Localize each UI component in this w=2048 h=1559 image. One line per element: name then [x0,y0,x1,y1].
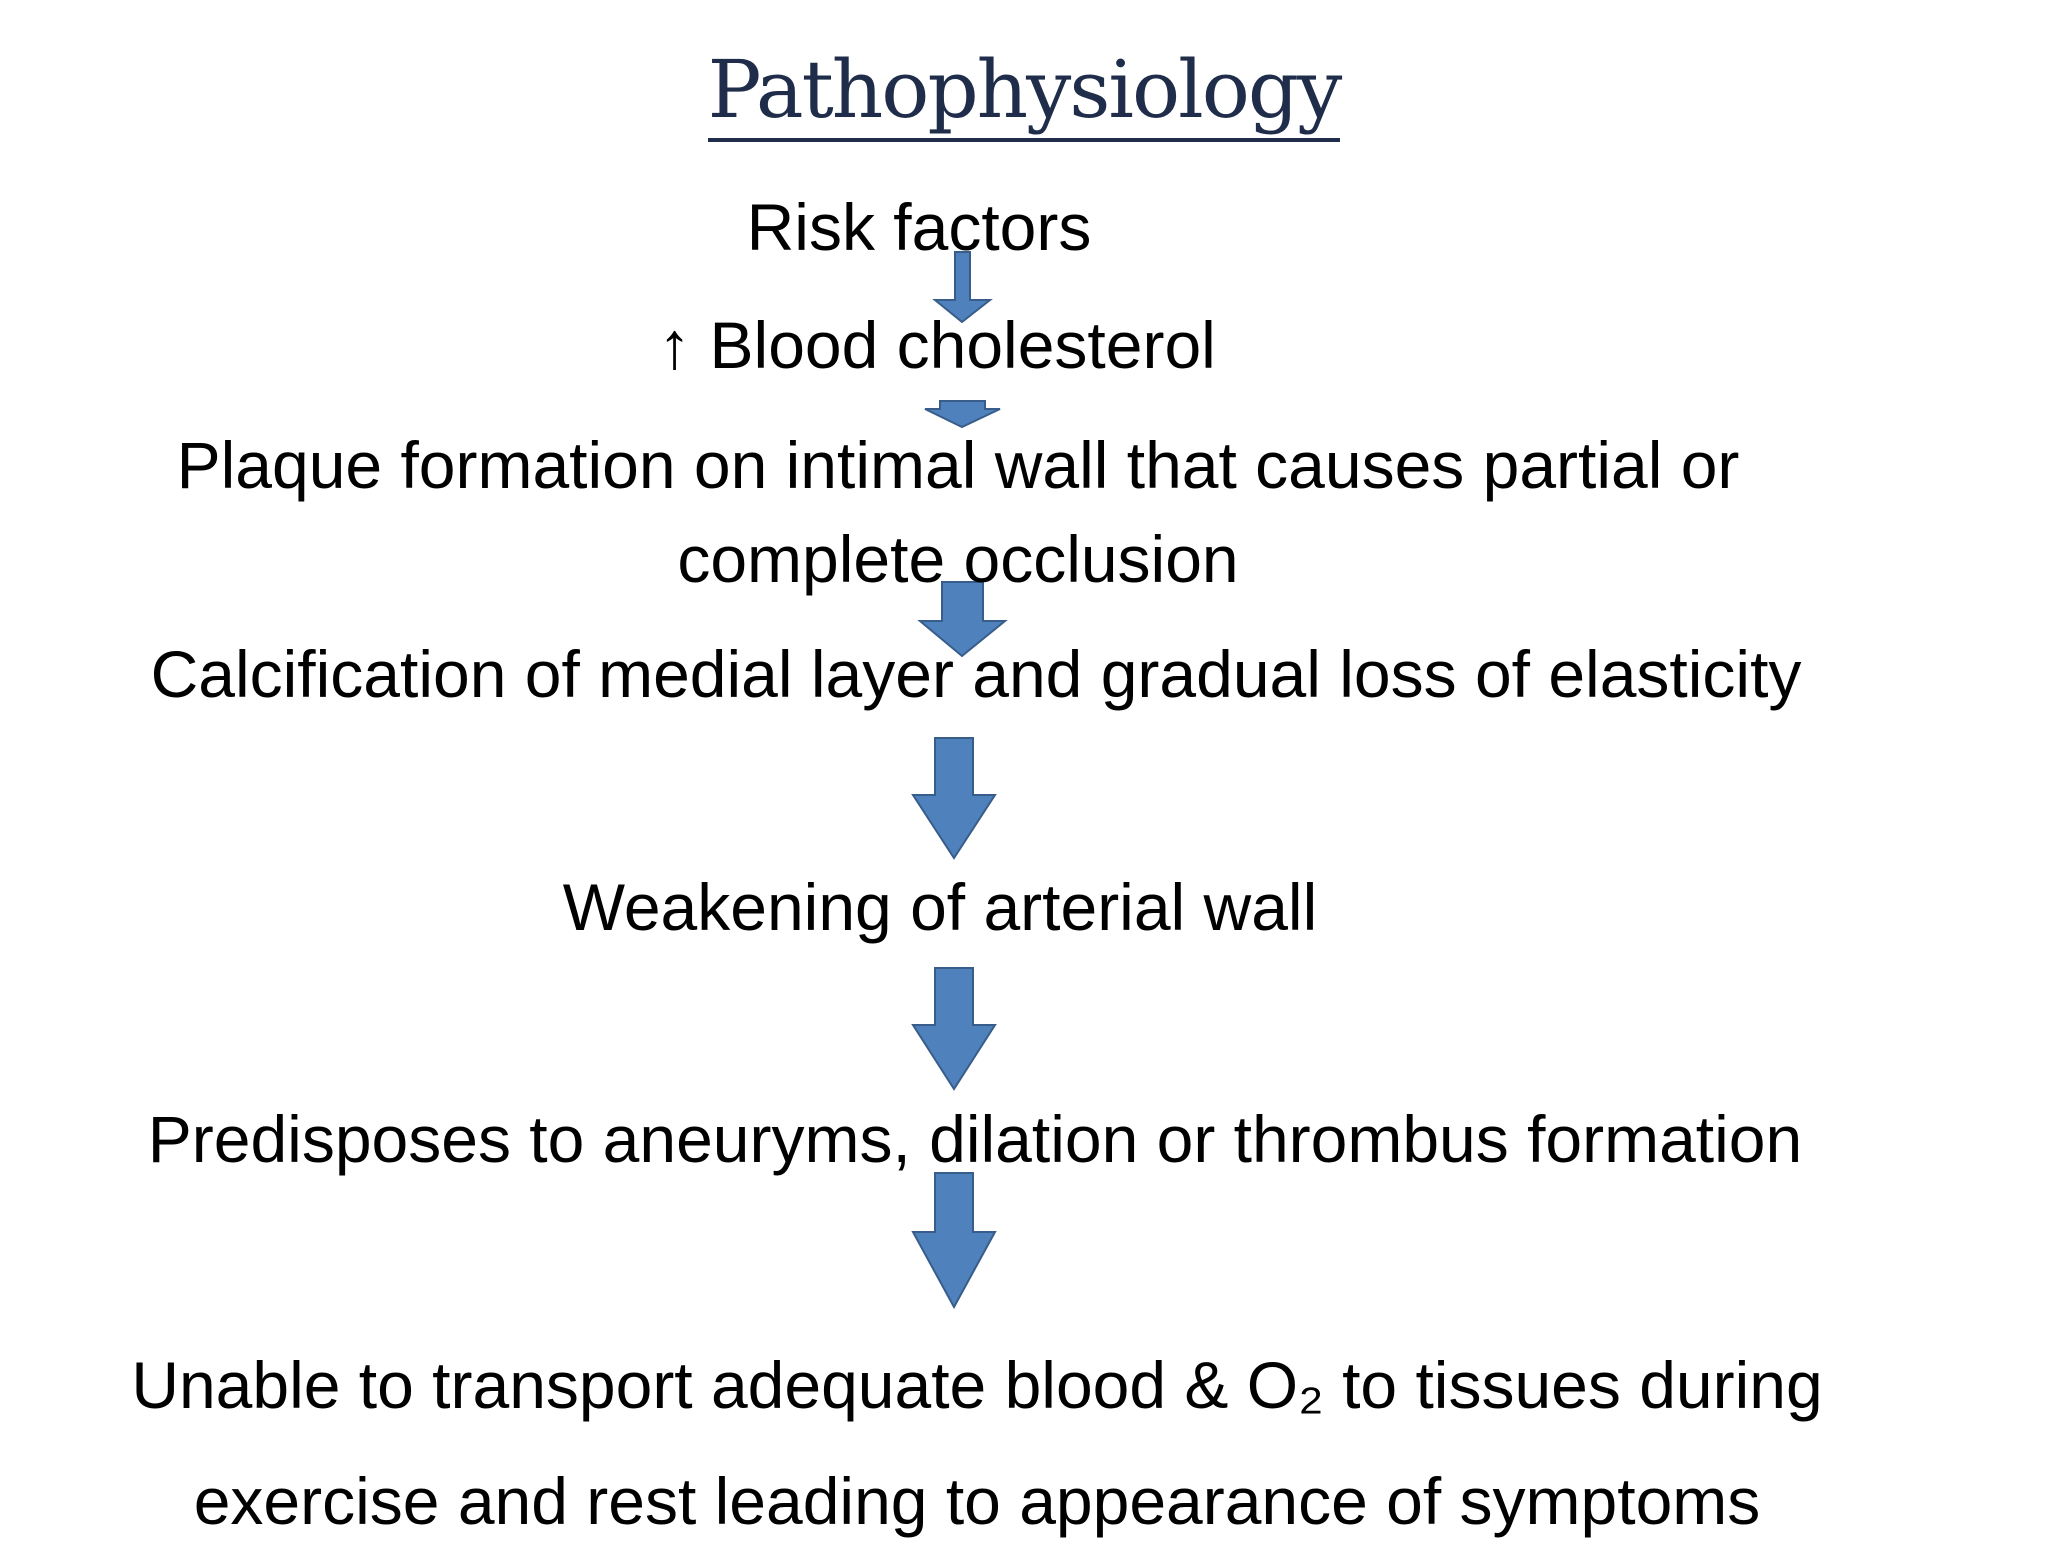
flow-step-blood-cholesterol: ↑ Blood cholesterol [0,302,1961,388]
flow-step-text: Predisposes to aneuryms, dilation or thr… [147,1102,1803,1176]
flow-step-weakening: Weakening of arterial wall [0,864,1964,950]
flow-step-predisposes: Predisposes to aneuryms, dilation or thr… [0,1096,1999,1182]
flow-step-text: exercise and rest leading to appearance … [193,1464,1761,1538]
flow-step-text: complete occlusion [677,522,1239,596]
flow-step-text: Risk factors [746,190,1092,264]
down-arrow-icon [911,967,997,1091]
slide-title: Pathophysiology [0,40,2048,142]
down-arrow-icon [911,1172,997,1310]
flow-step-text: Calcification of medial layer and gradua… [150,637,1802,711]
down-arrow-icon [911,737,997,860]
flow-step-text: Unable to transport adequate blood & O₂ … [131,1348,1823,1422]
slide-title-text: Pathophysiology [707,44,1342,142]
flow-step-risk-factors: Risk factors [0,184,1943,270]
flow-step-symptoms: Unable to transport adequate blood & O₂ … [0,1327,2001,1559]
flow-step-text: Plaque formation on intimal wall that ca… [176,428,1740,502]
flow-step-calcification: Calcification of medial layer and gradua… [0,631,2000,717]
flow-step-text: ↑ Blood cholesterol [658,308,1216,382]
flow-step-text: Weakening of arterial wall [562,870,1318,944]
flow-step-plaque-formation: Plaque formation on intimal wall that ca… [0,418,1982,606]
